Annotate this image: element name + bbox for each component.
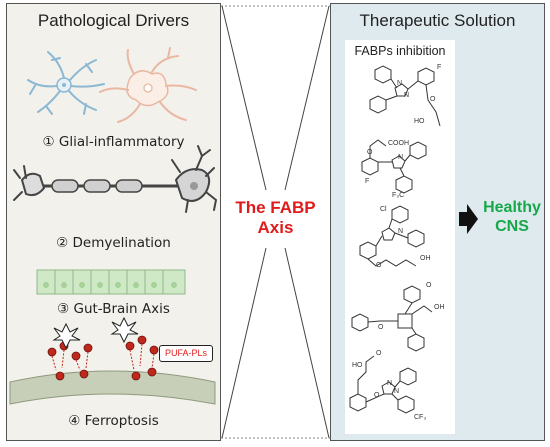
atom-label: O [376, 262, 382, 269]
atom-label: COOH [388, 140, 409, 147]
outcome-arrow-icon [459, 204, 478, 234]
driver-label-demyelination: ② Demyelination [56, 235, 171, 251]
right-panel-title: Therapeutic Solution [359, 11, 516, 30]
outcome-label: Healthy CNS [482, 198, 542, 236]
driver-label-ferroptosis: ④ Ferroptosis [68, 413, 159, 429]
atom-label: N [397, 80, 403, 87]
driver-label-glial: ① Glial-inflammatory [42, 134, 185, 150]
atom-label: N [398, 228, 404, 235]
atom-label: O [378, 324, 384, 331]
inhibitor-structure-3-icon [359, 205, 425, 267]
atom-label: O [376, 350, 382, 357]
atom-label: O [430, 96, 436, 103]
left-panel-title: Pathological Drivers [37, 11, 190, 30]
center-title-line1: The FABP [235, 198, 316, 217]
gut-epithelium-icon [36, 269, 186, 295]
center-title: The FABP Axis [224, 198, 327, 238]
atom-label: F [365, 178, 370, 185]
atom-label: CF₃ [414, 414, 427, 421]
center-title-line2: Axis [257, 218, 294, 237]
atom-label: HO [352, 362, 363, 369]
inhibitor-card [345, 40, 455, 434]
neuron-icon [13, 145, 218, 213]
inhibitor-structure-2-icon [361, 139, 427, 194]
atom-label: O [367, 149, 373, 156]
outcome-line1: Healthy [483, 199, 541, 216]
microglia-icon [99, 47, 197, 123]
center-funnel [221, 5, 330, 439]
atom-label: Cl [380, 206, 387, 213]
atom-label: N [398, 154, 404, 161]
atom-label: N [394, 388, 400, 395]
atom-label: O [374, 392, 380, 399]
driver-label-gut-brain: ③ Gut-Brain Axis [57, 301, 170, 317]
inhibitor-card-title: FABPs inhibition [354, 44, 446, 58]
atom-label: F [437, 64, 442, 71]
atom-label: HO [414, 118, 425, 125]
astrocyte-icon [27, 51, 105, 115]
inhibitor-structure-4-icon [351, 285, 433, 352]
lipid-membrane-icon [9, 316, 216, 405]
outcome-line2: CNS [495, 218, 529, 235]
atom-label: OH [420, 255, 431, 262]
pufa-pls-label: PUFA-PLs [159, 345, 213, 362]
atom-label: N [387, 380, 393, 387]
left-panel: Pathological Drivers [6, 3, 221, 441]
atom-label: N [404, 92, 410, 99]
inhibitor-structure-1-icon [369, 65, 441, 127]
atom-label: OH [434, 304, 445, 311]
atom-label: O [426, 282, 432, 289]
atom-label: F₃C [392, 192, 405, 199]
inhibitor-structure-5-icon [349, 355, 417, 414]
